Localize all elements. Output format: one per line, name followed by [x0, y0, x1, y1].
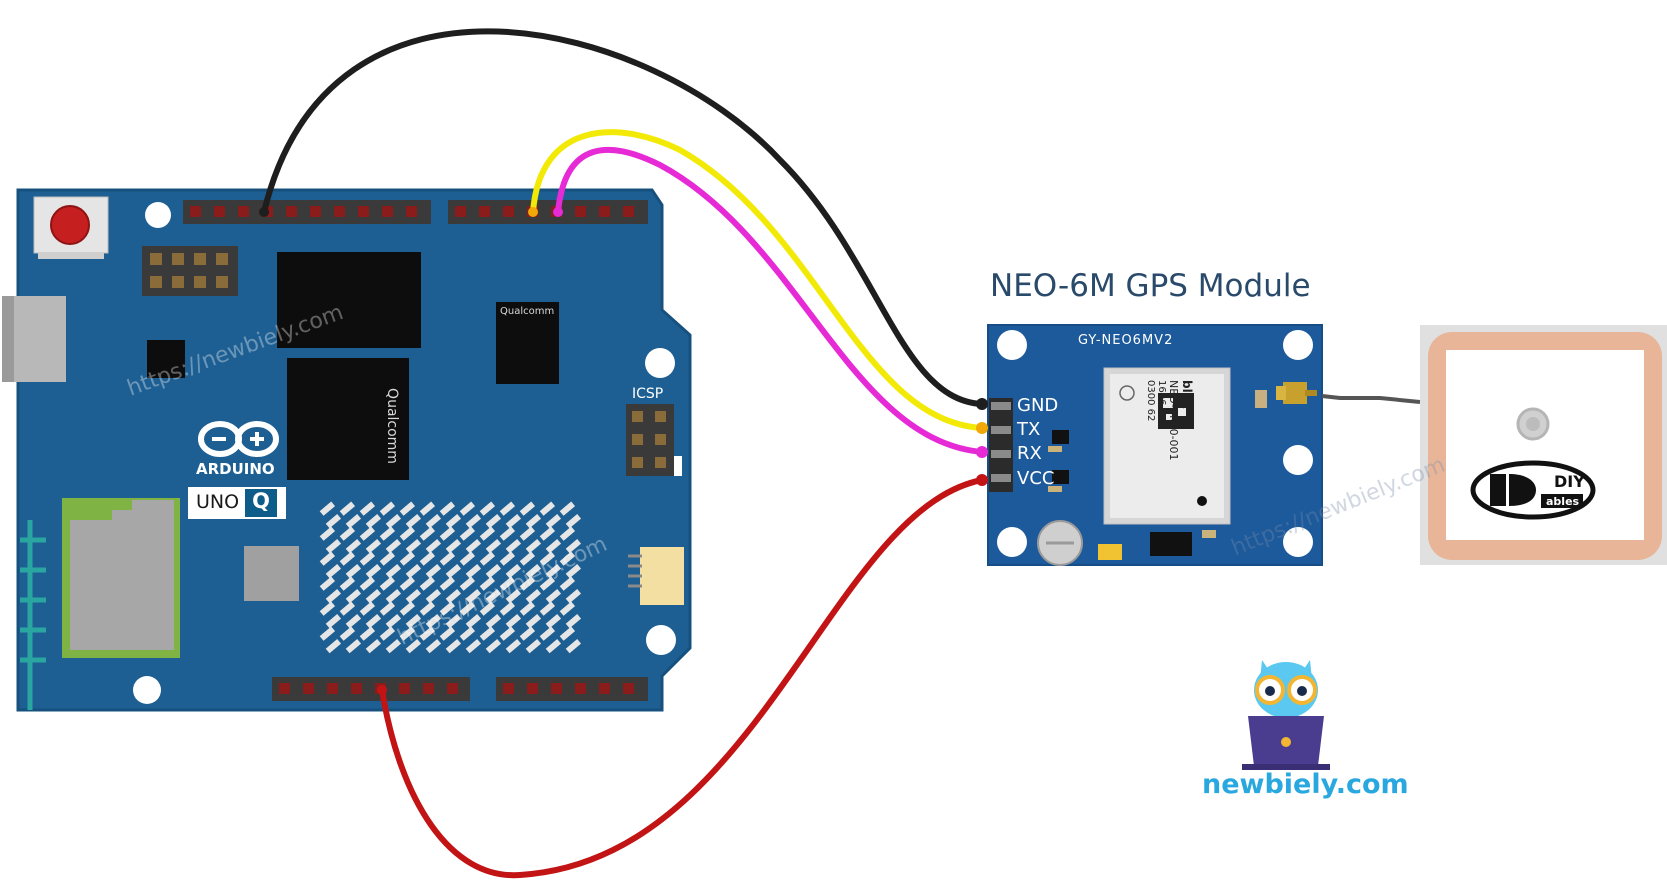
gps-module [987, 324, 1323, 566]
mounting-hole [645, 348, 675, 378]
small-header [142, 246, 238, 296]
chip-brand: blox [1180, 380, 1194, 409]
ublox-chip [1103, 367, 1231, 525]
top-header-right [448, 200, 648, 224]
mounting-hole [997, 527, 1027, 557]
owl-logo-icon [1242, 660, 1330, 770]
gps-pin-header [989, 398, 1013, 492]
pin-label-tx: TX [1017, 419, 1041, 440]
chip-grey [244, 546, 299, 601]
chip-brand-small: Qualcomm [500, 306, 555, 317]
module-title: NEO-6M GPS Module [990, 268, 1311, 304]
rx-wire [555, 146, 985, 455]
mounting-hole [646, 625, 676, 655]
regulator-chip [1150, 532, 1192, 556]
antenna-cable [1321, 394, 1421, 404]
chip-qualcomm-large [287, 358, 409, 480]
mounting-hole [1283, 330, 1313, 360]
icsp-label: ICSP [632, 386, 664, 402]
chip-main [277, 252, 421, 348]
sma-connector [1276, 382, 1317, 404]
bottom-header-left [272, 677, 470, 701]
chip-part: NEO-6M-0-001 [1167, 380, 1180, 461]
reset-button [33, 196, 109, 259]
diyables-bottom: ables [1546, 495, 1580, 508]
diyables-top: DIY [1554, 472, 1585, 491]
wires [259, 28, 988, 879]
tx-wire [530, 129, 985, 431]
pin-label-vcc: VCC [1017, 468, 1055, 489]
icsp-header [626, 404, 682, 476]
top-header-left [183, 200, 431, 224]
mounting-hole [997, 330, 1027, 360]
gps-board-label: GY-NEO6MV2 [1078, 333, 1174, 348]
chip-lot: 0300 62 [1145, 380, 1156, 422]
chip-date: 1606 [1156, 380, 1167, 406]
board-model-suffix: Q [245, 489, 277, 517]
mounting-hole [133, 676, 161, 704]
led-matrix [319, 501, 582, 654]
board-model: UNO [196, 491, 240, 513]
chip-qualcomm-small [496, 302, 559, 384]
gnd-wire [261, 28, 985, 407]
bottom-header-right [496, 677, 648, 701]
gps-antenna [1321, 325, 1667, 565]
pin-label-rx: RX [1017, 443, 1042, 464]
arduino-board [2, 188, 692, 712]
mounting-hole [1283, 527, 1313, 557]
jst-connector [640, 547, 684, 605]
pin-label-gnd: GND [1017, 395, 1059, 416]
arduino-brand: ARDUINO [196, 460, 275, 478]
mounting-hole [145, 202, 171, 228]
vcc-wire [379, 477, 985, 879]
wireless-module [62, 498, 180, 658]
chip-small [147, 340, 185, 378]
uno-q-badge: UNO Q [188, 487, 286, 519]
arduino-logo-icon [198, 421, 279, 457]
chip-brand-large: Qualcomm [383, 388, 400, 464]
ublox-chip-text: blox NEO-6M-0-001 1606 0300 62 [1134, 380, 1194, 540]
antenna-trace [20, 520, 46, 710]
diyables-logo-icon [1470, 460, 1596, 520]
mounting-hole [1283, 445, 1313, 475]
brand-site: newbiely.com [1202, 769, 1409, 800]
